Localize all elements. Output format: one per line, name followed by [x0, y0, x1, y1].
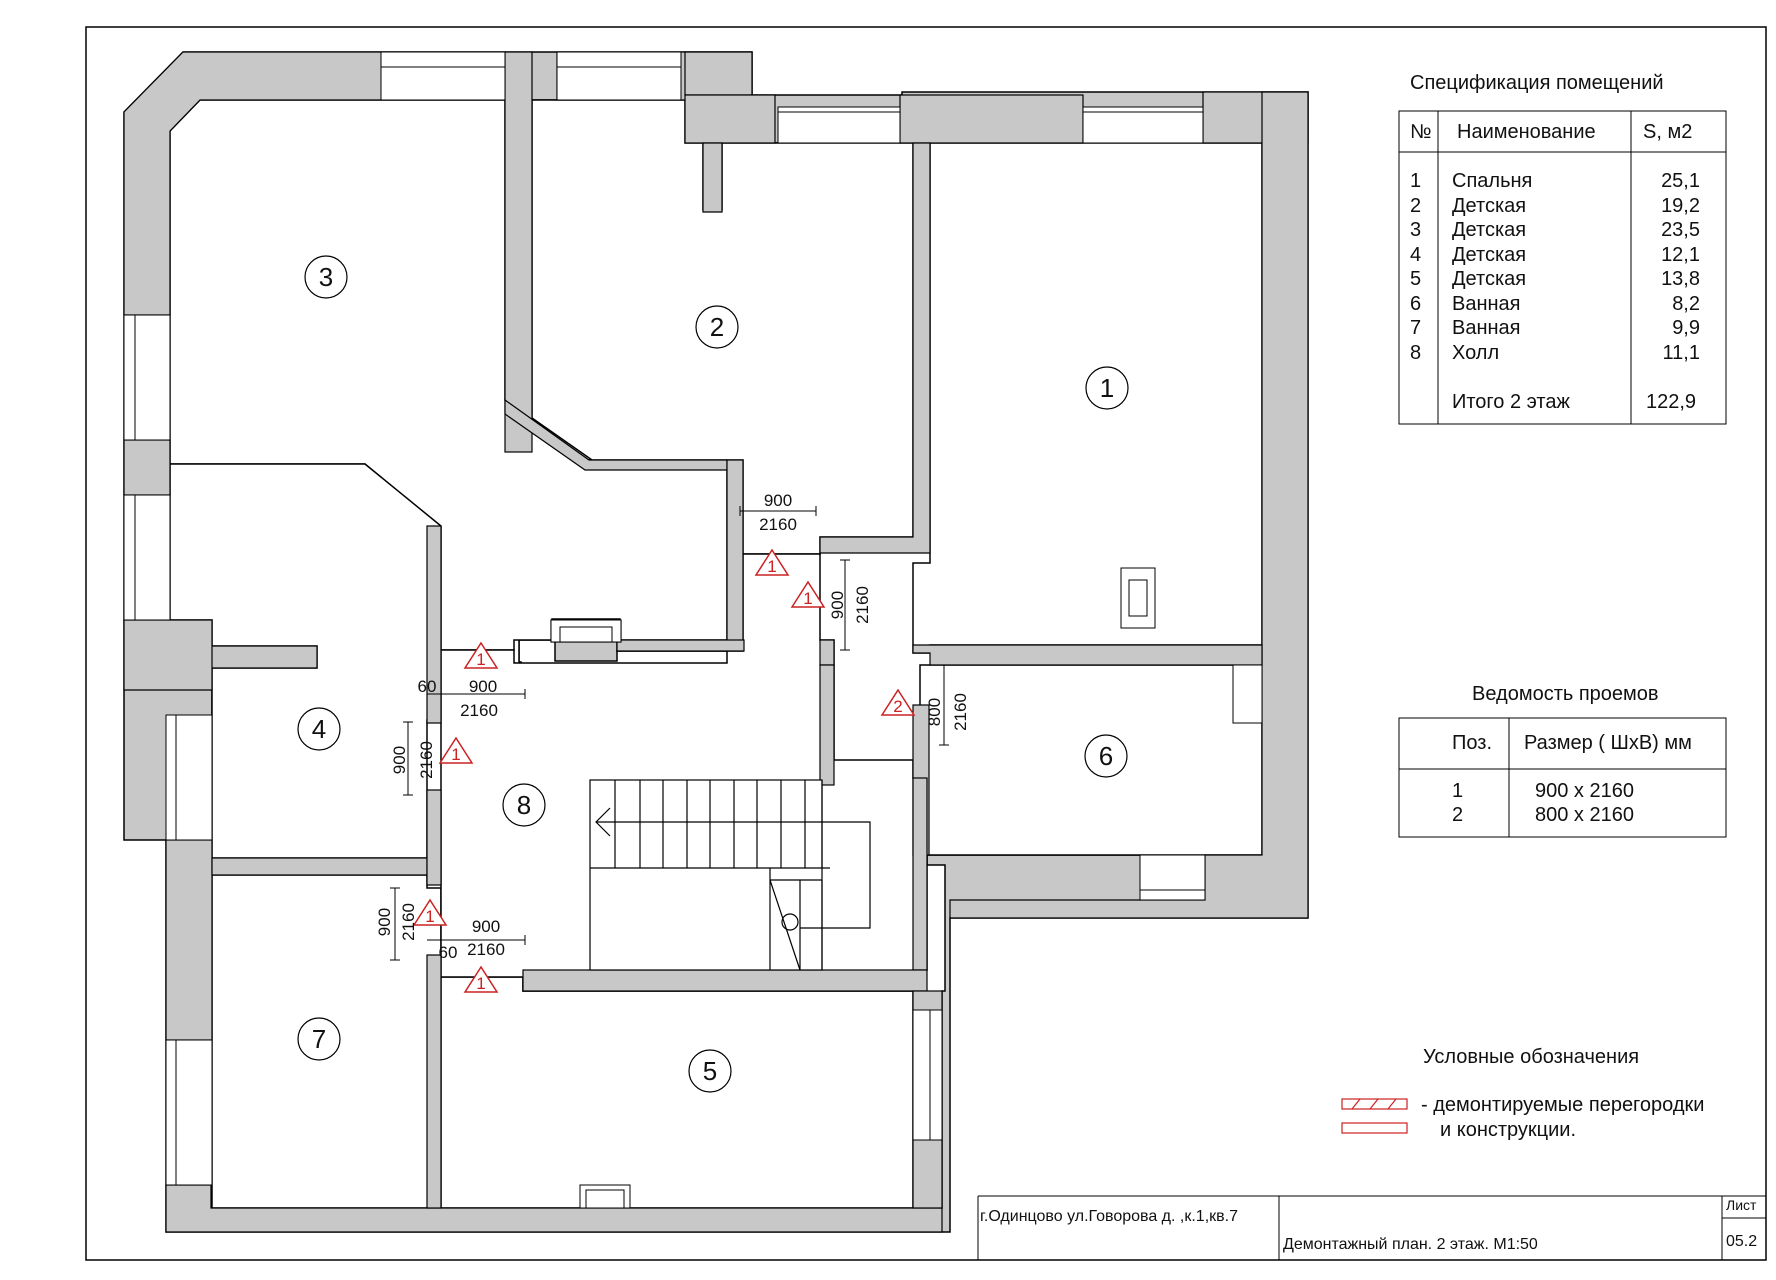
spec-row-area: 12,1 — [1661, 243, 1700, 266]
openings-title: Ведомость проемов — [1472, 683, 1659, 705]
legend-line-1: - демонтируемые перегородки — [1421, 1094, 1705, 1116]
dim-height: 2160 — [759, 515, 797, 534]
openings-col-pos: Поз. — [1452, 732, 1492, 754]
spec-table-grid — [1398, 110, 1727, 425]
openings-size-2: 800 х 2160 — [1535, 804, 1634, 826]
spec-col-name: Наименование — [1457, 121, 1596, 143]
spec-row-area: 25,1 — [1661, 170, 1700, 192]
address: г.Одинцово ул.Говорова д. ,к.1,кв.7 — [980, 1208, 1238, 1225]
spec-row-num: 5 — [1410, 268, 1422, 290]
spec-row-name: Детская — [1452, 243, 1527, 266]
dim-width: 900 — [375, 908, 394, 936]
dim-height: 2160 — [467, 940, 505, 959]
spec-total-label: Итого 2 этаж — [1452, 391, 1570, 413]
dim-gap: 60 — [418, 677, 437, 696]
room-number-6: 6 — [1099, 741, 1113, 771]
spec-row-area: 8,2 — [1672, 292, 1700, 315]
spec-row-name: Ванная — [1452, 317, 1521, 339]
spec-row-area: 19,2 — [1661, 194, 1700, 217]
room-number-5: 5 — [703, 1056, 717, 1086]
dim-width: 900 — [828, 591, 847, 619]
dim-width: 900 — [472, 917, 500, 936]
spec-col-area: S, м2 — [1643, 121, 1693, 143]
spec-row-area: 9,9 — [1672, 317, 1700, 339]
spec-row-name: Ванная — [1452, 292, 1521, 315]
legend-symbols — [1341, 1098, 1408, 1134]
drawing-title: Демонтажный план. 2 этаж. М1:50 — [1283, 1236, 1538, 1253]
staircase — [589, 779, 871, 971]
spec-row-name: Детская — [1452, 194, 1527, 217]
spec-title: Спецификация помещений — [1410, 72, 1664, 94]
room-number-8: 8 — [517, 790, 531, 820]
dim-height: 2160 — [417, 741, 436, 779]
openings-col-size: Размер ( ШхВ) мм — [1524, 732, 1692, 754]
dim-height: 2160 — [460, 701, 498, 720]
spec-row-name: Холл — [1452, 341, 1500, 364]
sheet-number: 05.2 — [1726, 1233, 1758, 1250]
marker-label: 1 — [803, 589, 812, 608]
dim-width: 800 — [925, 698, 944, 726]
spec-total-value: 122,9 — [1646, 391, 1697, 413]
dim-width: 900 — [390, 746, 409, 774]
spec-row-num: 4 — [1410, 243, 1422, 266]
room-number-3: 3 — [319, 262, 333, 292]
spec-row-num: 7 — [1410, 317, 1422, 339]
spec-row-name: Детская — [1452, 268, 1527, 290]
openings-pos-1: 1 — [1452, 780, 1464, 802]
spec-row-num: 3 — [1410, 219, 1422, 241]
marker-label: 1 — [425, 907, 434, 926]
dim-width: 900 — [764, 491, 792, 510]
drawing-frame — [85, 26, 1767, 1261]
spec-row-name: Детская — [1452, 219, 1527, 241]
room-number-7: 7 — [312, 1024, 326, 1054]
openings-size-1: 900 х 2160 — [1535, 780, 1634, 802]
room-number-1: 1 — [1100, 373, 1114, 403]
room-number-4: 4 — [312, 714, 326, 744]
legend-line-2: и конструкции. — [1440, 1119, 1577, 1141]
marker-label: 2 — [893, 697, 902, 716]
openings-pos-2: 2 — [1452, 804, 1464, 826]
dim-gap: 60 — [439, 943, 458, 962]
openings-table-grid — [1398, 717, 1727, 838]
spec-row-num: 2 — [1410, 194, 1422, 217]
spec-row-num: 8 — [1410, 341, 1422, 364]
dim-height: 2160 — [399, 903, 418, 941]
spec-row-name: Спальня — [1452, 170, 1533, 192]
windows — [123, 51, 1263, 1209]
dim-width: 900 — [469, 677, 497, 696]
spec-col-num: № — [1410, 121, 1432, 143]
dim-height: 2160 — [853, 586, 872, 624]
spec-row-area: 11,1 — [1662, 341, 1700, 364]
spec-row-num: 6 — [1410, 292, 1422, 315]
room-labels — [297, 255, 1129, 1093]
dim-height: 2160 — [951, 693, 970, 731]
marker-label: 1 — [476, 974, 485, 993]
marker-label: 1 — [451, 745, 460, 764]
marker-label: 1 — [476, 650, 485, 669]
marker-label: 1 — [767, 557, 776, 576]
demolition-markers — [412, 548, 916, 993]
sheet-label: Лист — [1726, 1197, 1757, 1213]
spec-row-num: 1 — [1410, 170, 1422, 192]
spec-row-area: 23,5 — [1661, 219, 1700, 241]
legend-title: Условные обозначения — [1423, 1046, 1640, 1068]
title-block — [977, 1195, 1766, 1260]
room-number-2: 2 — [710, 312, 724, 342]
dimension-lines — [390, 506, 949, 961]
spec-row-area: 13,8 — [1661, 268, 1700, 290]
